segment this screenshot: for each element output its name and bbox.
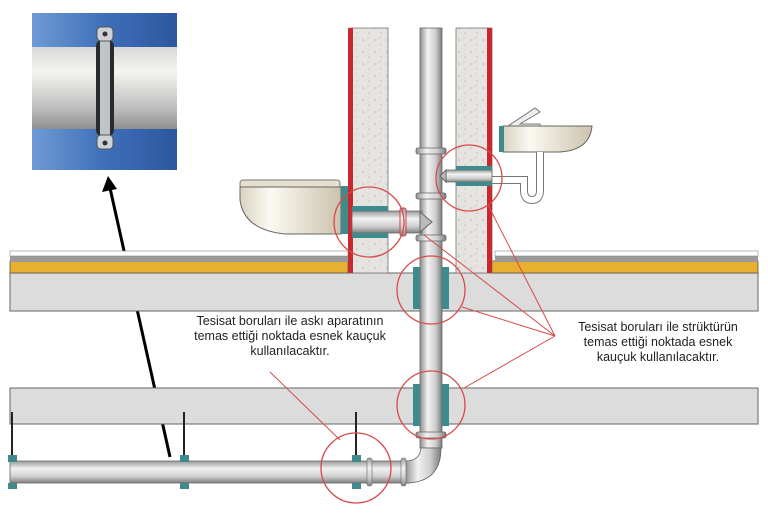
horizontal-drain-pipe [9,447,442,487]
pipe-hangers [8,412,361,489]
highlight-upper-slab [396,255,466,325]
callout-hanger-rubber: Tesisat boruları ile askı aparatının tem… [150,314,430,359]
callout-line: Tesisat boruları ile askı aparatının [196,314,384,328]
highlight-circles [320,144,503,504]
highlight-toilet-branch [333,186,405,258]
inset-photo-pipe-clamp [32,13,177,170]
highlight-sink-branch [435,144,503,212]
wall-hung-sink [470,107,593,205]
sink-branch-pipe [439,166,493,186]
vertical-stack-pipe [415,27,447,449]
lower-floor-slab [9,387,759,425]
highlight-hanger [320,432,392,504]
wall-hung-toilet [239,179,348,235]
upper-floor-slab [9,250,759,312]
callout-line: temas ettiği noktada esnek kauçuk [194,329,386,343]
callout-structure-rubber: Tesisat boruları ile strüktürün temas et… [548,320,768,365]
toilet-branch-pipe [351,206,433,238]
callout-line: kullanılacaktır. [250,344,330,358]
callout-line: kauçuk kullanılacaktır. [596,350,720,364]
leader-lines [269,204,556,441]
callout-line: Tesisat boruları ile strüktürün [578,320,738,334]
slab-rubber-sleeves [413,267,449,426]
callout-line: temas ettiği noktada esnek [583,335,733,349]
highlight-lower-slab [396,370,466,440]
